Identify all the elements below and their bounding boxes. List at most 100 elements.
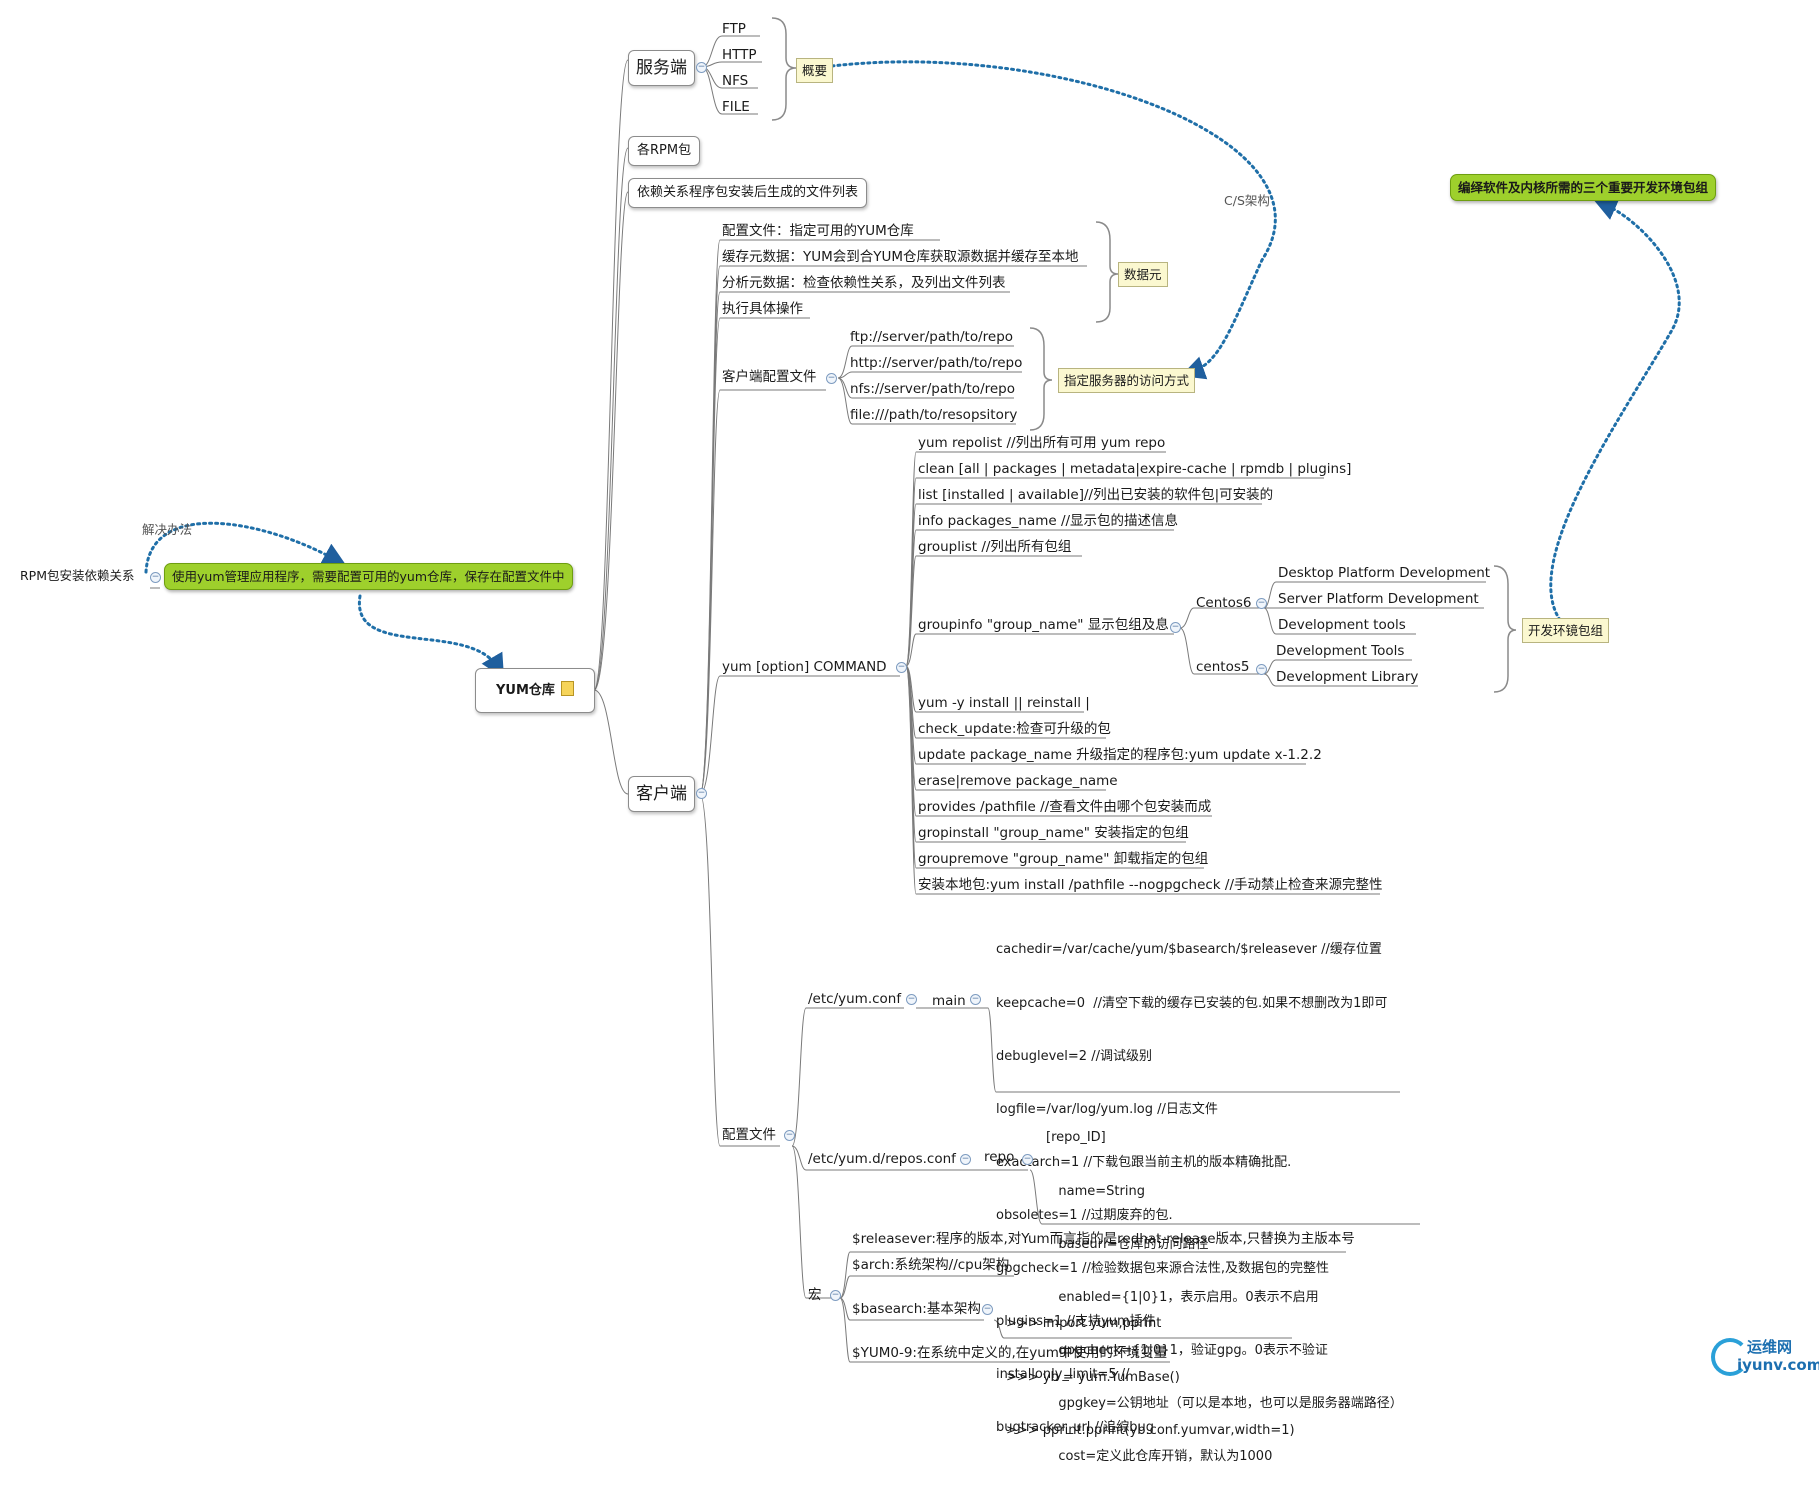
config-line: cachedir=/var/cache/yum/$basearch/$relea… [996,942,1382,958]
collapse-toggle-basearch[interactable]: − [982,1304,993,1315]
collapse-toggle-groupinfo[interactable]: − [1170,622,1181,633]
metadata-item: 执行具体操作 [722,301,803,317]
metadata-item: 配置文件：指定可用的YUM仓库 [722,223,914,239]
collapse-toggle-yum-conf[interactable]: − [906,994,917,1005]
code-line: >>> yb = yum.YumBase() [1006,1369,1180,1385]
devgroup-summary: 开发环镜包组 [1522,618,1610,643]
command-item: update package_name 升级指定的程序包:yum update … [918,747,1322,763]
centos6-group: Desktop Platform Development [1278,565,1491,581]
collapse-toggle-client[interactable]: − [696,788,707,799]
yum-conf-section: main [932,993,966,1009]
command-item: erase|remove package_name [918,773,1118,789]
macro-releasever: $releasever:程序的版本,对Yum而言指的是redhat-releas… [852,1231,1355,1247]
protocol-item: HTTP [722,47,757,63]
config-line: logfile=/var/log/yum.log //日志文件 [996,1101,1218,1117]
note-icon [560,681,574,696]
macro-label: 宏 [808,1287,822,1303]
macro-yum09: $YUM0-9:在系统中定义的,在yum中使用的环境变量 [852,1345,1167,1361]
centos5-group: Development Tools [1276,643,1405,659]
config-line: gpgcheck={1|0}1，验证gpg。0表示不验证 [1046,1342,1328,1358]
yum-conf-label: /etc/yum.conf [808,991,902,1007]
root-label: YUM仓库 [496,683,555,698]
server-summary: 概要 [796,58,834,83]
collapse-toggle-macro[interactable]: − [830,1290,841,1301]
repo-url-item: file:///path/to/resopsitory [850,407,1018,423]
code-line: >>> import yum,pprint [1006,1316,1162,1332]
command-item: yum -y install || reinstall | [918,695,1090,711]
solution-caption: 解决办法 [142,522,193,537]
repos-conf-section: repo [984,1149,1015,1165]
repo-url-item: ftp://server/path/to/repo [850,329,1014,345]
repo-url-item: http://server/path/to/repo [850,355,1023,371]
code-line: >>> pprint.pprint(yb.conf.yumvar,width=1… [1006,1422,1295,1438]
config-line: name=String [1046,1183,1145,1199]
collapse-toggle-main[interactable]: − [970,994,981,1005]
command-item: clean [all | packages | metadata|expire-… [918,461,1352,477]
access-method-summary: 指定服务器的访问方式 [1058,368,1196,393]
collapse-toggle-client-config[interactable]: − [826,373,837,384]
command-item: list [installed | available]//列出已安装的软件包|… [918,487,1274,503]
config-line: gpgcheck=1 //检验数据包来源合法性,及数据包的完整性 [996,1261,1330,1277]
mindmap-canvas: RPM包安装依赖关系 − 解决办法 使用yum管理应用程序，需要配置可用的yum… [20,17,1819,1464]
watermark-line2: iyunv.com [1737,1356,1819,1374]
protocol-item: NFS [722,73,749,89]
macro-arch: $arch:系统架构//cpu架构 [852,1257,1010,1273]
config-line: installonly_limit=5 // [996,1367,1130,1383]
centos6-group: Server Platform Development [1278,591,1479,607]
yum-conf-lines: cachedir=/var/cache/yum/$basearch/$relea… [996,906,1387,1473]
file-list-topic[interactable]: 依赖关系程序包安装后生成的文件列表 [628,178,868,208]
protocol-item: FILE [722,99,750,115]
command-label: yum [option] COMMAND [722,659,887,675]
collapse-toggle-command[interactable]: − [896,662,907,673]
watermark-logo-icon [1711,1338,1749,1376]
command-item: provides /pathfile //查看文件由哪个包安装而成 [918,799,1212,815]
config-line: debuglevel=2 //调试级别 [996,1048,1152,1064]
config-files-label: 配置文件 [722,1127,776,1143]
root-topic[interactable]: YUM仓库 [475,668,595,713]
centos5-group: Development Library [1276,669,1419,685]
collapse-toggle-problem[interactable]: − [150,572,161,583]
centos6-group: Development tools [1278,617,1406,633]
command-item: grouplist //列出所有包组 [918,539,1072,555]
command-item: yum repolist //列出所有可用 yum repo [918,435,1166,451]
centos6-label: Centos6 [1196,595,1252,611]
command-item: info packages_name //显示包的描述信息 [918,513,1179,529]
config-line: baseurl=仓库的访问路径 [1046,1236,1209,1252]
rpm-packages-topic[interactable]: 各RPM包 [628,136,701,166]
connector-layer [144,17,1681,1363]
command-item: gropinstall "group_name" 安装指定的包组 [918,825,1189,841]
config-line: obsoletes=1 //过期废弃的包. [996,1207,1173,1223]
command-item: 安装本地包:yum install /pathfile --nogpgcheck… [918,877,1383,893]
site-watermark: 运维网 iyunv.com [1711,1336,1819,1376]
collapse-toggle-centos6[interactable]: − [1256,598,1267,609]
centos5-label: centos5 [1196,659,1250,675]
config-line: keepcache=0 //清空下载的缓存已安装的包.如果不想删改为1即可 [996,995,1388,1011]
command-item: groupremove "group_name" 卸载指定的包组 [918,851,1209,867]
collapse-toggle-config-files[interactable]: − [784,1130,795,1141]
collapse-toggle-server[interactable]: − [696,62,707,73]
client-topic[interactable]: 客户端 [628,776,695,812]
solution-topic[interactable]: 使用yum管理应用程序，需要配置可用的yum仓库，保存在配置文件中 [164,563,573,590]
protocol-item: FTP [722,21,746,37]
cs-architecture-caption: C/S架构 [1224,193,1270,208]
repos-conf-label: /etc/yum.d/repos.conf [808,1151,956,1167]
client-config-label: 客户端配置文件 [722,369,817,385]
collapse-toggle-repos-conf[interactable]: − [960,1154,971,1165]
metadata-item: 分析元数据：检查依赖性关系，及列出文件列表 [722,275,1006,291]
metadata-item: 缓存元数据：YUM会到合YUM仓库获取源数据并缓存至本地 [722,249,1079,265]
metadata-summary: 数据元 [1118,262,1168,287]
watermark-line1: 运维网 [1747,1338,1793,1356]
config-line: exactarch=1 //下载包跟当前主机的版本精确批配. [996,1154,1292,1170]
repo-url-item: nfs://server/path/to/repo [850,381,1015,397]
collapse-toggle-repo[interactable]: − [1022,1154,1033,1165]
macro-basearch: $basearch:基本架构 [852,1301,981,1317]
problem-label: RPM包安装依赖关系 [20,568,135,583]
config-line: enabled={1|0}1，表示启用。0表示不启用 [1046,1289,1319,1305]
basearch-code: >>> import yum,pprint >>> yb = yum.YumBa… [1006,1280,1295,1475]
devgroup-target-topic[interactable]: 编绎软件及内核所需的三个重要开发环境包组 [1450,174,1717,201]
server-topic[interactable]: 服务端 [628,50,695,86]
config-line: [repo_ID] [1046,1130,1106,1146]
collapse-toggle-centos5[interactable]: − [1256,664,1267,675]
config-line: plugins=1 //支持yum插件 [996,1314,1156,1330]
command-item-groupinfo: groupinfo "group_name" 显示包组及息 [918,617,1169,633]
